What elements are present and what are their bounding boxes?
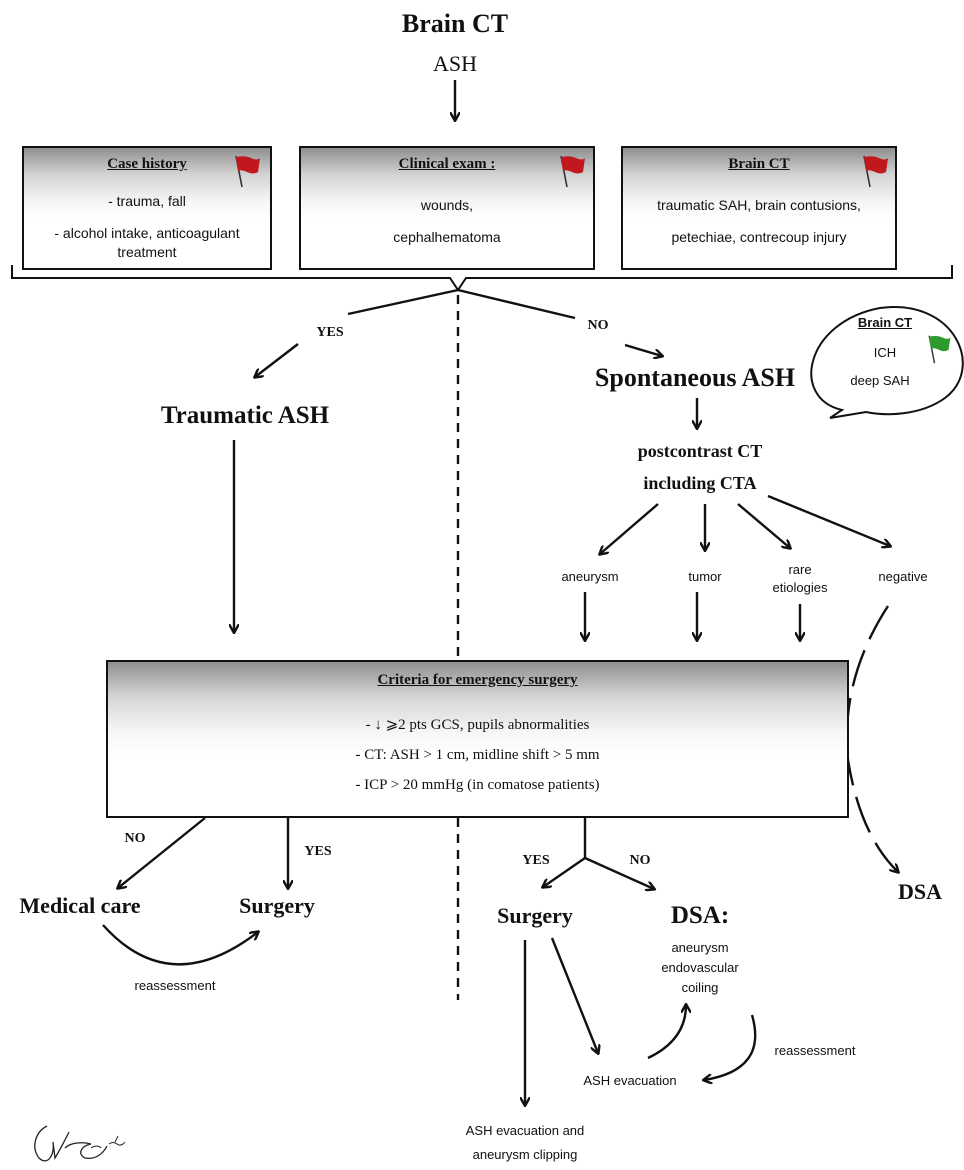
green-flag-icon (928, 335, 951, 364)
node-spontaneous-ash: Spontaneous ASH (594, 363, 796, 392)
bubble-header: Brain CT (857, 315, 913, 330)
curve-coiling-evac (704, 1014, 757, 1080)
node-surgery-right: Surgery (497, 903, 573, 928)
red-flag-icon (560, 155, 585, 188)
subtitle-ash: ASH (432, 51, 477, 76)
label-no-spontaneous: NO (587, 318, 609, 333)
outcome-aneurysm: aneurysm (561, 569, 619, 584)
box-clinical-exam-line-2: cephalhematoma (393, 229, 501, 245)
arrow-right-yes (543, 857, 586, 887)
arrow-right-no (584, 856, 654, 889)
branch-yes-line (347, 288, 459, 316)
node-dsa-far-right: DSA (897, 879, 942, 904)
node-medical-care: Medical care (19, 893, 141, 918)
title-brain-ct: Brain CT (401, 9, 509, 38)
label-right-no: NO (629, 853, 651, 868)
dsa-line-3: coiling (681, 980, 719, 995)
label-reassessment-right: reassessment (774, 1043, 856, 1058)
arrow-surgery-evac (550, 937, 598, 1053)
box-case-history-line-1: - trauma, fall (108, 193, 186, 209)
criteria-line-1: - ↓ ⩾2 pts GCS, pupils abnormalities (365, 717, 590, 733)
criteria-header: Criteria for emergency surgery (377, 672, 578, 688)
dsa-line-2: endovascular (661, 960, 739, 975)
arrow-to-rare (737, 503, 790, 548)
outcome-negative: negative (878, 569, 928, 584)
curve-negative-dsa (845, 605, 898, 872)
author-signature (34, 1125, 126, 1162)
bubble-line-1: ICH (873, 345, 897, 360)
label-yes-traumatic: YES (316, 325, 344, 340)
red-flag-icon (863, 155, 888, 188)
box-brain-ct: Brain CT traumatic SAH, brain contusions… (621, 146, 897, 270)
label-reassessment-left: reassessment (134, 978, 216, 993)
box-clinical-exam-line-1: wounds, (420, 197, 474, 213)
criteria-line-3: - ICP > 20 mmHg (in comatose patients) (355, 777, 600, 793)
box-case-history-line-3: treatment (117, 244, 177, 260)
dsa-line-1: aneurysm (671, 940, 729, 955)
box-case-history: Case history - trauma, fall - alcohol in… (22, 146, 272, 270)
outcome-rare-line-1: rare (788, 562, 812, 577)
curve-evac-coiling (647, 1005, 686, 1060)
label-left-yes: YES (304, 844, 332, 859)
branch-no-line (457, 288, 576, 320)
node-surgery-left: Surgery (239, 893, 315, 918)
label-left-no: NO (124, 831, 146, 846)
box-clinical-exam-header: Clinical exam : (398, 156, 496, 172)
label-right-yes: YES (522, 853, 550, 868)
node-evac-clipping-line-1: ASH evacuation and (465, 1123, 585, 1138)
node-postcontrast-line-1: postcontrast CT (637, 441, 763, 461)
criteria-line-2: - CT: ASH > 1 cm, midline shift > 5 mm (355, 747, 600, 763)
arrow-no (624, 343, 662, 356)
outcome-tumor: tumor (688, 569, 722, 584)
red-flag-icon (235, 155, 260, 188)
node-postcontrast-line-2: including CTA (643, 473, 757, 493)
arrow-yes (255, 343, 299, 377)
speech-bubble (810, 306, 964, 419)
node-dsa-right: DSA: (670, 902, 730, 929)
box-brain-ct-line-2: petechiae, contrecoup injury (671, 229, 847, 245)
curve-reassessment-left (102, 924, 258, 966)
arrow-left-no (118, 817, 206, 888)
arrow-to-aneurysm (600, 503, 659, 554)
box-criteria-emergency-surgery: Criteria for emergency surgery - ↓ ⩾2 pt… (106, 660, 849, 818)
box-brain-ct-header: Brain CT (728, 156, 790, 172)
box-brain-ct-line-1: traumatic SAH, brain contusions, (657, 197, 861, 213)
box-case-history-header: Case history (107, 156, 187, 172)
node-evac-clipping-line-2: aneurysm clipping (472, 1147, 578, 1162)
outcome-rare-line-2: etiologies (772, 580, 828, 595)
box-clinical-exam: Clinical exam : wounds, cephalhematoma (299, 146, 595, 270)
node-traumatic-ash: Traumatic ASH (160, 402, 330, 429)
arrow-to-negative (767, 494, 890, 546)
bubble-line-2: deep SAH (850, 373, 910, 388)
box-case-history-line-2: - alcohol intake, anticoagulant (54, 225, 240, 241)
node-ash-evacuation: ASH evacuation (583, 1073, 677, 1088)
